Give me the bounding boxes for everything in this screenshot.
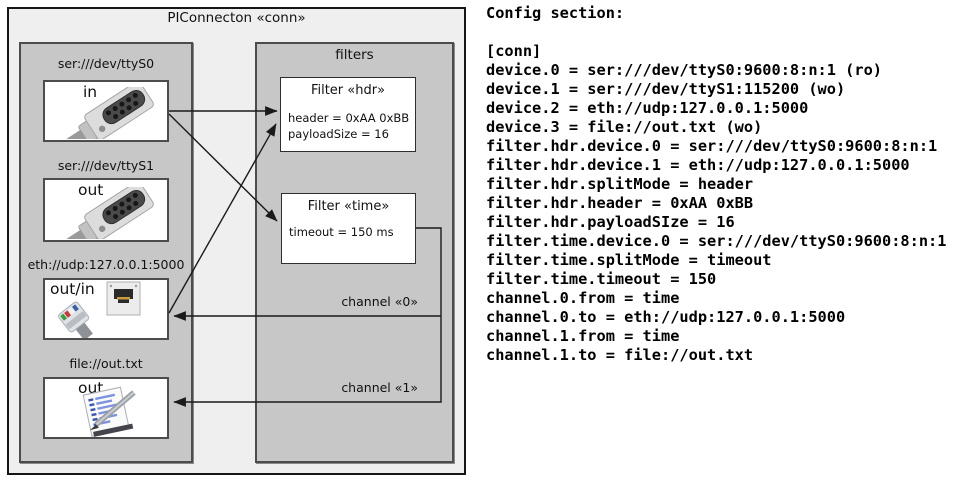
- filters-panel-title: filters: [335, 47, 374, 63]
- connector-title: PIConnecton «conn»: [167, 10, 306, 26]
- channel-1-label: channel «1»: [341, 380, 418, 395]
- config-line: channel.1.from = time: [486, 327, 680, 345]
- filter-attribute: payloadSize = 16: [288, 127, 389, 141]
- device-box-ttys0: in: [43, 80, 169, 142]
- filter-time-box: Filter «time» timeout = 150 ms: [281, 193, 416, 264]
- device-direction-label: in: [83, 83, 98, 101]
- notepad-pen-icon: [82, 386, 136, 437]
- filter-attribute: header = 0xAA 0xBB: [288, 111, 410, 125]
- config-line: filter.time.device.0 = ser:///dev/ttyS0:…: [486, 232, 947, 250]
- filter-hdr-title: Filter «hdr»: [310, 83, 386, 98]
- config-line: device.1 = ser:///dev/ttyS1:115200 (wo): [486, 80, 846, 98]
- device-direction-label: out: [78, 181, 104, 199]
- device-direction-label: out: [78, 379, 104, 397]
- device-uri-label: file://out.txt: [69, 356, 143, 371]
- config-line: [conn]: [486, 42, 542, 60]
- config-line: channel.0.from = time: [486, 289, 680, 307]
- config-line: device.2 = eth://udp:127.0.0.1:5000: [486, 99, 809, 117]
- config-line: filter.hdr.device.1 = eth://udp:127.0.0.…: [486, 156, 910, 174]
- config-line: channel.0.to = eth://udp:127.0.0.1:5000: [486, 308, 846, 326]
- device-box-ttys1: out: [43, 178, 169, 242]
- device-box-eth: out/in: [43, 278, 169, 340]
- config-line: channel.1.to = file://out.txt: [486, 346, 754, 364]
- config-line: filter.hdr.splitMode = header: [486, 175, 754, 193]
- device-box-file: out: [43, 377, 169, 439]
- config-line: device.3 = file://out.txt (wo): [486, 118, 763, 136]
- device-uri-label: ser:///dev/ttyS0: [57, 56, 155, 71]
- config-line: filter.time.timeout = 150: [486, 270, 717, 288]
- config-line: filter.time.splitMode = timeout: [486, 251, 772, 269]
- serial-connector-icon: [65, 87, 154, 139]
- device-direction-label: out/in: [50, 280, 95, 298]
- config-heading: Config section:: [486, 4, 625, 22]
- config-line: filter.hdr.device.0 = ser:///dev/ttyS0:9…: [486, 137, 938, 155]
- device-uri-label: ser:///dev/ttyS1: [57, 158, 155, 173]
- device-uri-label: eth://udp:127.0.0.1:5000: [27, 257, 185, 272]
- filter-attribute: timeout = 150 ms: [289, 225, 394, 239]
- config-line: filter.hdr.header = 0xAA 0xBB: [486, 194, 754, 212]
- config-section: Config section: [conn] device.0 = ser://…: [486, 4, 964, 364]
- filter-time-title: Filter «time»: [307, 199, 390, 214]
- config-line: device.0 = ser:///dev/ttyS0:9600:8:n:1 (…: [486, 61, 883, 79]
- channel-0-label: channel «0»: [341, 294, 418, 309]
- config-line: filter.hdr.payloadSIze = 16: [486, 213, 735, 231]
- filter-hdr-box: Filter «hdr» header = 0xAA 0xBB payloadS…: [280, 77, 416, 152]
